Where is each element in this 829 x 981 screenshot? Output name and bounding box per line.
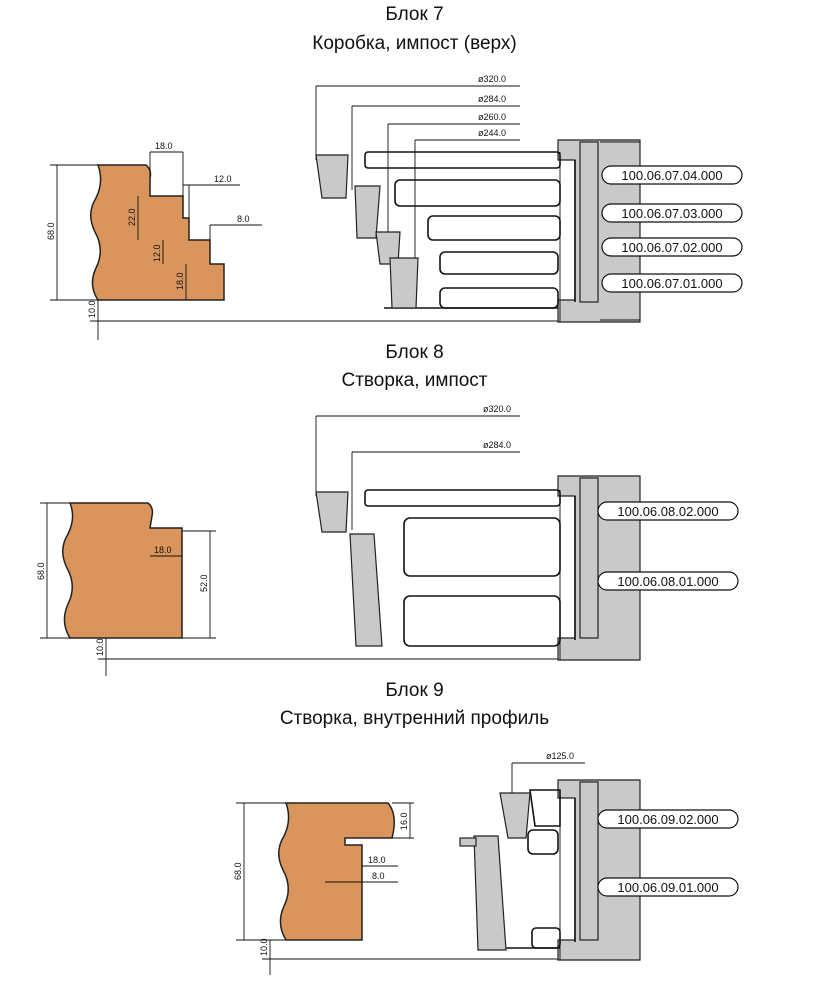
block9-dim-h1: 16.0	[399, 812, 409, 830]
block9-dia-1: ø125.0	[546, 751, 574, 761]
block7-dim-w3: 8.0	[237, 214, 250, 224]
block8-part-1: 100.06.08.02.000	[617, 504, 718, 519]
block9-part-2: 100.06.09.01.000	[617, 880, 718, 895]
block7-part-2: 100.06.07.03.000	[621, 206, 722, 221]
block7-dim-h2: 12.0	[152, 244, 162, 262]
block9-tool-assembly: ø125.0 100.06.09.02.000 100.06.09.01.000	[459, 751, 739, 961]
block8-dim-h1: 52.0	[199, 574, 209, 592]
block7-part-3: 100.06.07.02.000	[621, 240, 722, 255]
block7-dia-3: ø260.0	[478, 112, 506, 122]
block7-subtitle: Коробка, импост (верх)	[312, 33, 517, 54]
block8-dia-2: ø284.0	[483, 440, 511, 450]
block7-dim-base: 10.0	[87, 300, 97, 318]
block7-dia-2: ø284.0	[478, 94, 506, 104]
block8-part-2: 100.06.08.01.000	[617, 574, 718, 589]
block7-dia-1: ø320.0	[478, 74, 506, 84]
block9-dim-w2: 8.0	[372, 871, 385, 881]
block7-dia-4: ø244.0	[478, 128, 506, 138]
block7-dim-w1: 18.0	[155, 141, 173, 151]
block7-title: Блок 7	[385, 4, 444, 25]
block8-dim-base: 10.0	[95, 638, 105, 656]
block9-wood-profile	[278, 802, 395, 941]
block7-part-1: 100.06.07.04.000	[621, 168, 722, 183]
block8-wood-profile	[62, 502, 183, 639]
block7-profile: 68.0 10.0 18.0 12.0 8.0 22.0 12.0 18.0	[46, 141, 640, 340]
block7-dim-h3: 18.0	[175, 272, 185, 290]
block8-dia-1: ø320.0	[483, 404, 511, 414]
block7-dim-w2: 12.0	[214, 174, 232, 184]
block9-dim-total: 68.0	[233, 862, 243, 880]
block7-dim-total: 68.0	[46, 222, 56, 240]
block8-profile: 68.0 10.0 18.0 52.0	[36, 502, 640, 676]
block9-dim-w1: 18.0	[368, 855, 386, 865]
block7-part-4: 100.06.07.01.000	[621, 276, 722, 291]
block9-subtitle: Створка, внутренний профиль	[279, 708, 550, 729]
block8-dim-total: 68.0	[36, 562, 46, 580]
block8-tool-assembly: ø320.0 ø284.0 100.06.08.02.000 100.06.08…	[315, 404, 739, 661]
block8-dim-w1: 18.0	[154, 545, 172, 555]
block7-tool-assembly: ø320.0 ø284.0 ø260.0 ø244.0	[315, 74, 743, 323]
block9-title: Блок 9	[385, 680, 444, 701]
block9-part-1: 100.06.09.02.000	[617, 812, 718, 827]
block8-title: Блок 8	[385, 342, 444, 363]
block7-dim-h1: 22.0	[127, 208, 137, 226]
block8-subtitle: Створка, импост	[341, 370, 488, 391]
block9-dim-base: 10.0	[259, 938, 269, 956]
